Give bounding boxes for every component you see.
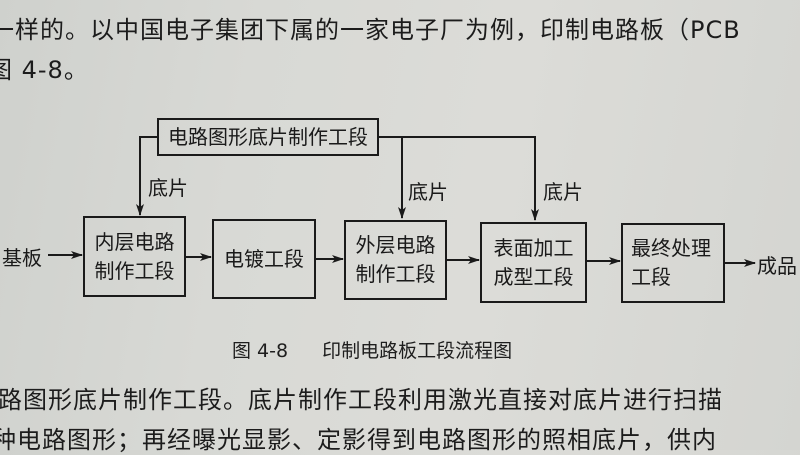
input-label: 基板 xyxy=(2,246,42,270)
paragraph-line-4: 种电路图形；再经曝光显影、定影得到电路图形的照相底片，供内 xyxy=(0,426,717,454)
film-label-2: 底片 xyxy=(408,180,448,204)
caption-number: 图 4-8 xyxy=(232,340,289,362)
paragraph-line-2: 图 4-8。 xyxy=(0,56,89,84)
caption-title: 印制电路板工段流程图 xyxy=(322,340,513,362)
box-1-line-1: 内层电路 xyxy=(94,229,175,254)
paragraph-line-3: 路图形底片制作工段。底片制作工段利用激光直接对底片进行扫描 xyxy=(0,386,723,414)
film-label-3: 底片 xyxy=(543,180,583,204)
top-box-film-production: 电路图形底片制作工段 xyxy=(157,118,379,156)
box-4-line-1: 表面加工 xyxy=(493,235,574,260)
output-label: 成品 xyxy=(757,254,797,278)
box-5-line-1: 最终处理 xyxy=(631,236,711,260)
box-5-line-2: 工段 xyxy=(631,265,671,289)
box-2-line-1: 电镀工段 xyxy=(224,246,304,271)
box-plating: 电镀工段 xyxy=(212,219,316,299)
box-3-line-2: 制作工段 xyxy=(355,262,436,286)
box-4-line-2: 成型工段 xyxy=(493,264,574,289)
box-final-processing: 最终处理 工段 xyxy=(621,223,725,303)
top-box-label: 电路图形底片制作工段 xyxy=(168,124,368,149)
paragraph-line-1: 一样的。以中国电子集团下属的一家电子厂为例，印制电路板（PCB xyxy=(0,16,741,44)
box-outer-layer: 外层电路 制作工段 xyxy=(344,220,447,300)
box-surface-forming: 表面加工 成型工段 xyxy=(480,222,587,303)
box-3-line-1: 外层电路 xyxy=(355,233,436,257)
film-label-1: 底片 xyxy=(148,176,188,200)
box-inner-layer: 内层电路 制作工段 xyxy=(83,216,186,297)
figure-caption: 图 4-8 印制电路板工段流程图 xyxy=(232,336,512,363)
box-1-line-2: 制作工段 xyxy=(94,258,175,283)
